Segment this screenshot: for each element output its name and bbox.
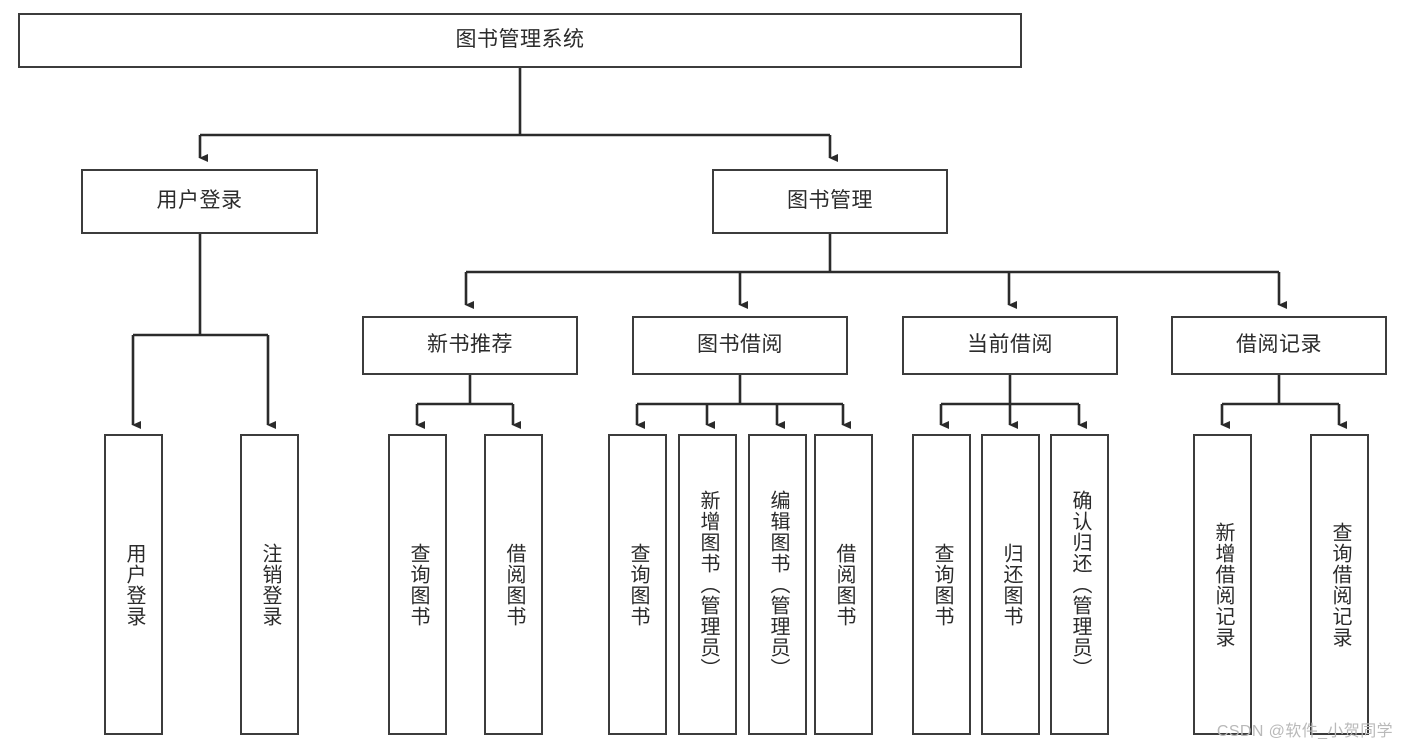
node-leaf-add-record-label: 新增借阅记录 bbox=[1212, 521, 1234, 648]
node-leaf-user-login-label: 用户登录 bbox=[123, 542, 145, 627]
node-leaf-query-book-2-label: 查询图书 bbox=[627, 542, 649, 627]
node-leaf-return-book-label: 归还图书 bbox=[1000, 542, 1022, 627]
node-leaf-add-book[interactable]: 新增图书（管理员） bbox=[678, 434, 737, 735]
node-root-system[interactable]: 图书管理系统 bbox=[18, 13, 1022, 68]
node-leaf-query-record-label: 查询借阅记录 bbox=[1329, 521, 1351, 648]
node-leaf-borrow-book-2[interactable]: 借阅图书 bbox=[814, 434, 873, 735]
node-leaf-confirm-return[interactable]: 确认归还（管理员） bbox=[1050, 434, 1109, 735]
node-new-book-recommend[interactable]: 新书推荐 bbox=[362, 316, 578, 375]
node-leaf-logout[interactable]: 注销登录 bbox=[240, 434, 299, 735]
node-leaf-logout-label: 注销登录 bbox=[259, 542, 281, 627]
node-leaf-query-book-1[interactable]: 查询图书 bbox=[388, 434, 447, 735]
node-leaf-borrow-book-1-label: 借阅图书 bbox=[503, 542, 525, 627]
node-book-borrow[interactable]: 图书借阅 bbox=[632, 316, 848, 375]
node-leaf-query-book-2[interactable]: 查询图书 bbox=[608, 434, 667, 735]
node-new-book-recommend-label: 新书推荐 bbox=[427, 333, 513, 357]
node-current-borrow-label: 当前借阅 bbox=[967, 333, 1053, 357]
node-user-login-label: 用户登录 bbox=[156, 189, 243, 213]
node-leaf-add-record[interactable]: 新增借阅记录 bbox=[1193, 434, 1252, 735]
node-leaf-user-login[interactable]: 用户登录 bbox=[104, 434, 163, 735]
node-leaf-edit-book-label: 编辑图书（管理员） bbox=[767, 490, 789, 679]
node-leaf-add-book-label: 新增图书（管理员） bbox=[697, 490, 719, 679]
node-root-system-label: 图书管理系统 bbox=[455, 28, 585, 52]
node-borrow-record-label: 借阅记录 bbox=[1236, 333, 1322, 357]
node-user-login[interactable]: 用户登录 bbox=[81, 169, 318, 234]
node-book-borrow-label: 图书借阅 bbox=[697, 333, 783, 357]
node-leaf-query-book-1-label: 查询图书 bbox=[407, 542, 429, 627]
node-leaf-return-book[interactable]: 归还图书 bbox=[981, 434, 1040, 735]
node-leaf-query-record[interactable]: 查询借阅记录 bbox=[1310, 434, 1369, 735]
node-leaf-borrow-book-2-label: 借阅图书 bbox=[833, 542, 855, 627]
node-leaf-query-book-3-label: 查询图书 bbox=[931, 542, 953, 627]
node-book-manage-label: 图书管理 bbox=[787, 189, 873, 213]
node-leaf-borrow-book-1[interactable]: 借阅图书 bbox=[484, 434, 543, 735]
node-borrow-record[interactable]: 借阅记录 bbox=[1171, 316, 1387, 375]
node-book-manage[interactable]: 图书管理 bbox=[712, 169, 948, 234]
node-current-borrow[interactable]: 当前借阅 bbox=[902, 316, 1118, 375]
node-leaf-edit-book[interactable]: 编辑图书（管理员） bbox=[748, 434, 807, 735]
node-leaf-confirm-return-label: 确认归还（管理员） bbox=[1069, 490, 1091, 679]
node-leaf-query-book-3[interactable]: 查询图书 bbox=[912, 434, 971, 735]
